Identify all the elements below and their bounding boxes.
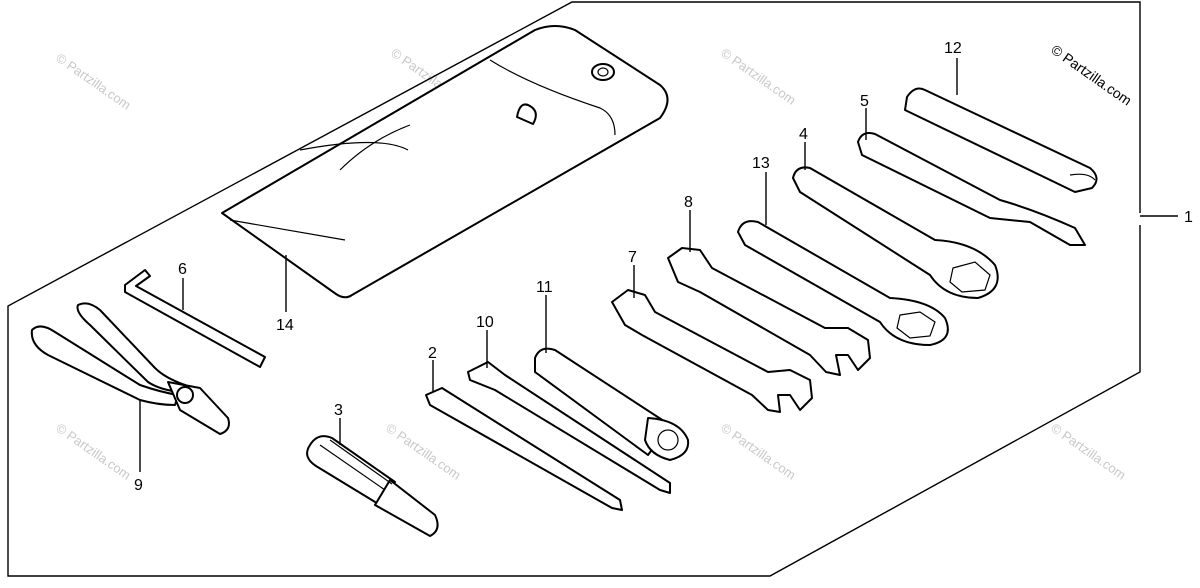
callout-8: 8 <box>684 194 693 211</box>
kit-border <box>7 1 1141 577</box>
callout-4: 4 <box>799 126 808 143</box>
callout-7: 7 <box>628 249 637 266</box>
watermark: © Partzilla.com <box>1048 420 1128 483</box>
handle-pipe <box>904 87 1098 193</box>
pliers <box>30 302 230 435</box>
open-end-wrench-7 <box>611 289 813 413</box>
watermark: © Partzilla.com <box>53 420 133 483</box>
callout-12: 12 <box>944 40 962 57</box>
screwdriver-blade <box>425 387 623 511</box>
callout-11: 11 <box>536 279 553 296</box>
callout-6: 6 <box>178 261 187 278</box>
watermark: © Partzilla.com <box>718 420 798 483</box>
leader-lines <box>139 58 1178 472</box>
watermark: © Partzilla.com <box>383 420 463 483</box>
screwdriver-handle <box>306 435 439 537</box>
box-wrench-13 <box>737 220 949 346</box>
callout-13: 13 <box>752 155 770 172</box>
wrench-5 <box>857 132 1086 246</box>
hex-key <box>124 269 266 368</box>
callout-3: 3 <box>334 402 343 419</box>
copyright-text: © Partzilla.com <box>1048 41 1134 108</box>
callout-14: 14 <box>276 317 294 334</box>
watermark: © Partzilla.com <box>718 45 798 108</box>
callout-1: 1 <box>1184 209 1193 226</box>
callout-2: 2 <box>428 345 437 362</box>
callout-9: 9 <box>134 477 143 494</box>
callout-5: 5 <box>860 93 869 110</box>
spark-plug-wrench <box>534 347 690 461</box>
callouts: 1 2 3 4 5 6 7 8 9 10 11 12 13 14 <box>134 40 1193 494</box>
callout-10: 10 <box>476 314 494 331</box>
double-screwdriver <box>467 361 671 494</box>
tool-bag <box>221 25 669 299</box>
watermark: © Partzilla.com <box>53 50 133 113</box>
open-end-wrench-8 <box>667 247 871 376</box>
